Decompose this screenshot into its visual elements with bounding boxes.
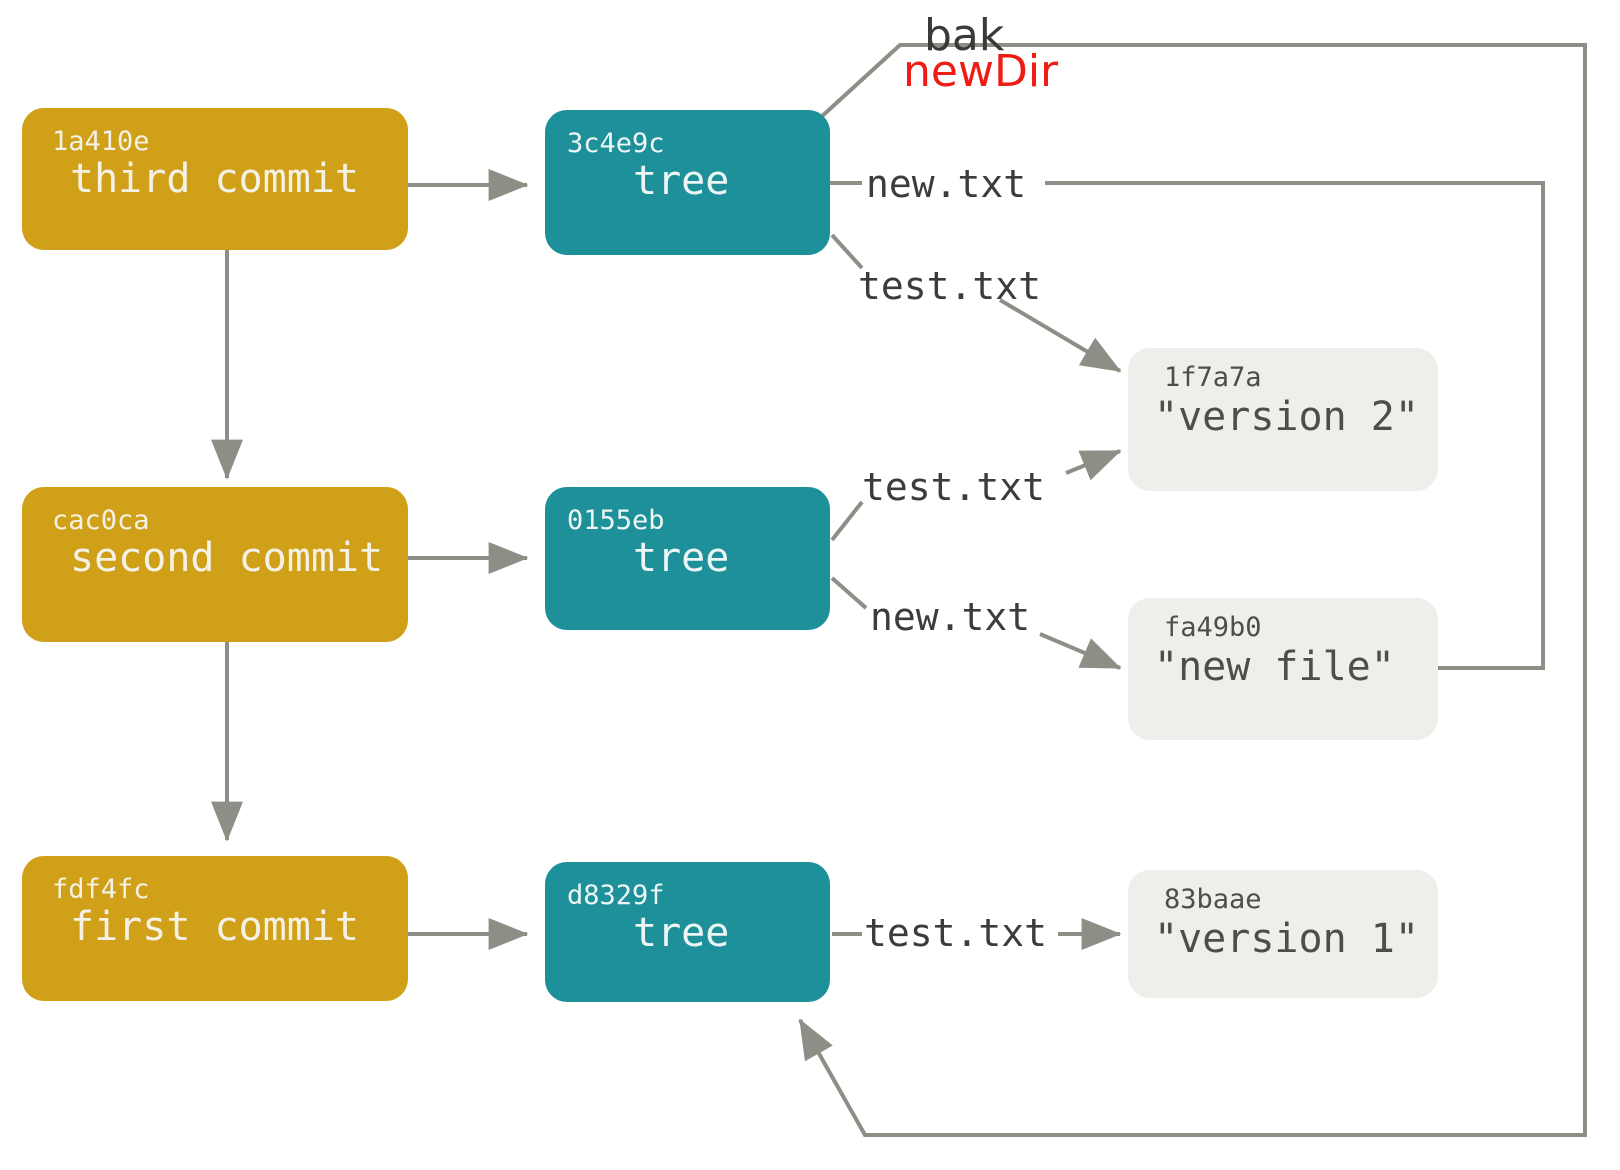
blob-content: "version 2" — [1154, 394, 1419, 440]
edge-second-tree-new-txt — [830, 576, 868, 610]
tree-node-3c4e9c[interactable]: 3c4e9c tree — [545, 110, 830, 255]
commit-hash: fdf4fc — [52, 874, 150, 905]
ref-label-bak: bak — [924, 10, 1005, 61]
edge-label-second-new-txt: new.txt — [870, 595, 1031, 639]
edge-label-third-new-txt: new.txt — [866, 162, 1027, 206]
blob-node-1f7a7a[interactable]: 1f7a7a "version 2" — [1128, 348, 1438, 491]
tree-label: tree — [633, 910, 730, 956]
edge-third-tree-test-txt — [830, 233, 864, 270]
blob-node-83baae[interactable]: 83baae "version 1" — [1128, 870, 1438, 998]
commit-message: first commit — [70, 904, 359, 950]
commit-message: third commit — [70, 156, 359, 202]
tree-hash: d8329f — [567, 880, 665, 911]
blob-hash: 83baae — [1164, 884, 1262, 915]
commit-hash: 1a410e — [52, 126, 150, 157]
blob-hash: 1f7a7a — [1164, 362, 1262, 393]
edge-label-first-test-txt: test.txt — [864, 911, 1048, 955]
edge-second-tree-new-txt-arrow — [1039, 632, 1122, 670]
blob-hash: fa49b0 — [1164, 612, 1262, 643]
edge-second-tree-test-txt-arrow — [1065, 449, 1122, 481]
commit-node-first[interactable]: fdf4fc first commit — [22, 856, 408, 1001]
tree-node-d8329f[interactable]: d8329f tree — [545, 862, 830, 1002]
edge-second-tree-test-txt — [830, 500, 864, 542]
blob-content: "version 1" — [1154, 916, 1419, 962]
tree-label: tree — [633, 535, 730, 581]
edge-third-tree-test-txt-arrow — [998, 298, 1122, 373]
commit-node-second[interactable]: cac0ca second commit — [22, 487, 408, 642]
ref-label-newdir: newDir — [903, 46, 1059, 97]
blob-node-fa49b0[interactable]: fa49b0 "new file" — [1128, 598, 1438, 740]
commit-message: second commit — [70, 535, 384, 581]
edge-label-second-test-txt: test.txt — [862, 465, 1046, 509]
tree-hash: 0155eb — [567, 505, 665, 536]
tree-label: tree — [633, 158, 730, 204]
edge-label-third-test-txt: test.txt — [858, 264, 1042, 308]
edge-bak-ref — [798, 43, 1587, 1137]
commit-hash: cac0ca — [52, 505, 150, 536]
tree-node-0155eb[interactable]: 0155eb tree — [545, 487, 830, 630]
tree-hash: 3c4e9c — [567, 128, 665, 159]
blob-content: "new file" — [1154, 644, 1395, 690]
commit-node-third[interactable]: 1a410e third commit — [22, 108, 408, 250]
